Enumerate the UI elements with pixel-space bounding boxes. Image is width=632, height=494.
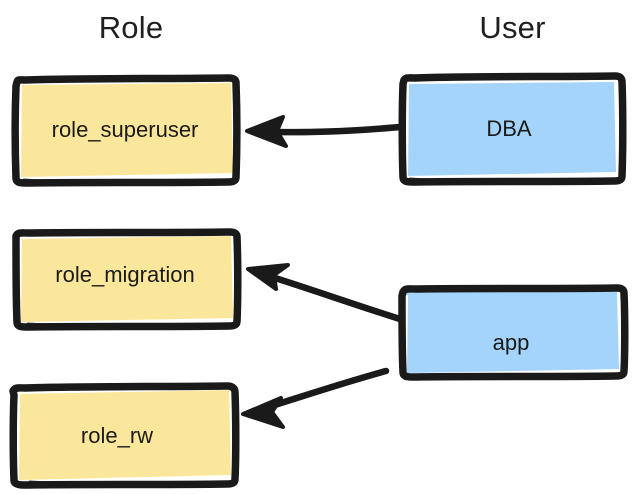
- node-app[interactable]: [398, 284, 629, 381]
- node-role-superuser-outline: [11, 74, 241, 187]
- node-app-outline: [398, 284, 629, 381]
- node-role-migration-sketch-overshoot: [26, 322, 235, 329]
- node-role-migration-outline: [12, 228, 242, 331]
- node-dba[interactable]: [398, 72, 627, 186]
- node-role-superuser-sketch-overshoot: [22, 178, 234, 185]
- edge-app-to-role-rw[interactable]: [241, 367, 390, 429]
- node-label-app: app: [492, 330, 530, 355]
- edge-app-to-role-migration[interactable]: [246, 263, 404, 323]
- node-dba-fill: [408, 82, 616, 176]
- edge-dba-to-role-superuser-arrowhead: [245, 115, 288, 148]
- node-role-rw-sketch-overshoot: [28, 480, 233, 487]
- edge-app-to-role-rw-arrowhead: [241, 396, 285, 429]
- column-header-role: Role: [98, 10, 164, 45]
- node-dba-sketch-overshoot: [408, 177, 620, 184]
- node-label-role-rw: role_rw: [80, 423, 154, 448]
- edge-dba-to-role-superuser[interactable]: [245, 115, 404, 148]
- node-role-rw-fill: [19, 390, 231, 480]
- node-role-rw-outline: [9, 382, 240, 489]
- node-app-fill: [407, 291, 619, 373]
- edge-app-to-role-migration-line: [252, 268, 404, 323]
- node-label-dba: DBA: [486, 116, 532, 141]
- node-label-role-migration: role_migration: [55, 262, 195, 287]
- edge-app-to-role-migration-arrowhead: [246, 263, 290, 291]
- node-role-superuser-fill: [21, 83, 233, 177]
- node-role-rw[interactable]: [9, 382, 240, 489]
- node-role-migration[interactable]: [12, 228, 242, 331]
- node-role-superuser[interactable]: [11, 74, 241, 187]
- node-role-migration-fill: [21, 236, 233, 322]
- node-dba-outline: [398, 72, 627, 186]
- node-label-role-superuser: role_superuser: [51, 117, 199, 142]
- column-header-user: User: [479, 10, 546, 45]
